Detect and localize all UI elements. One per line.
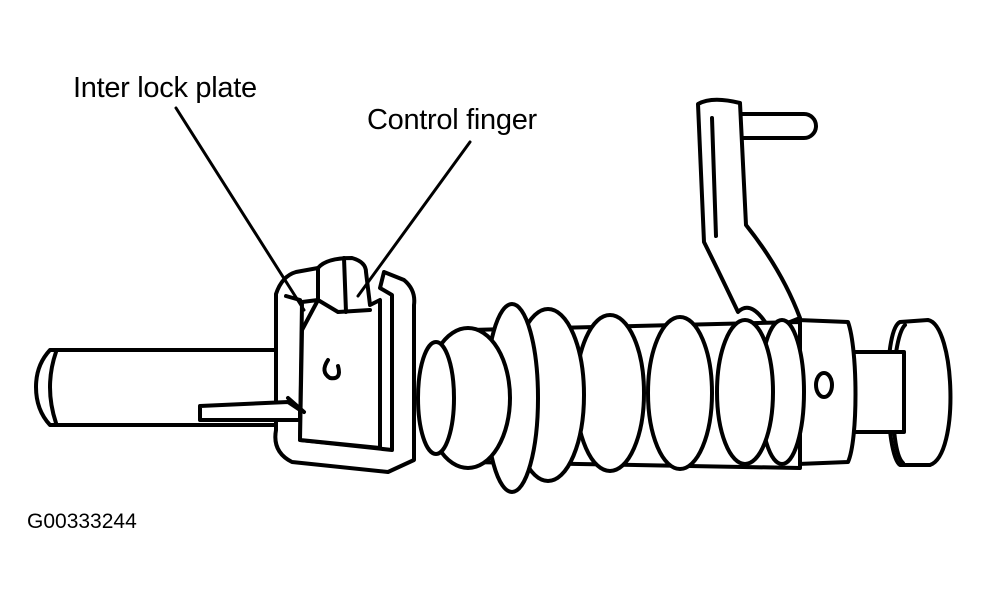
interlock-leader-line (174, 106, 306, 312)
interlock-plate-label: Inter lock plate (73, 72, 257, 104)
shift-lever-arm (696, 97, 818, 332)
lock-tab (198, 396, 306, 422)
control-finger-label: Control finger (367, 104, 537, 136)
figure-id-label: G00333244 (27, 510, 137, 533)
control-finger (298, 256, 382, 450)
finger-leader-line (356, 140, 472, 298)
bellows-body (416, 302, 806, 494)
